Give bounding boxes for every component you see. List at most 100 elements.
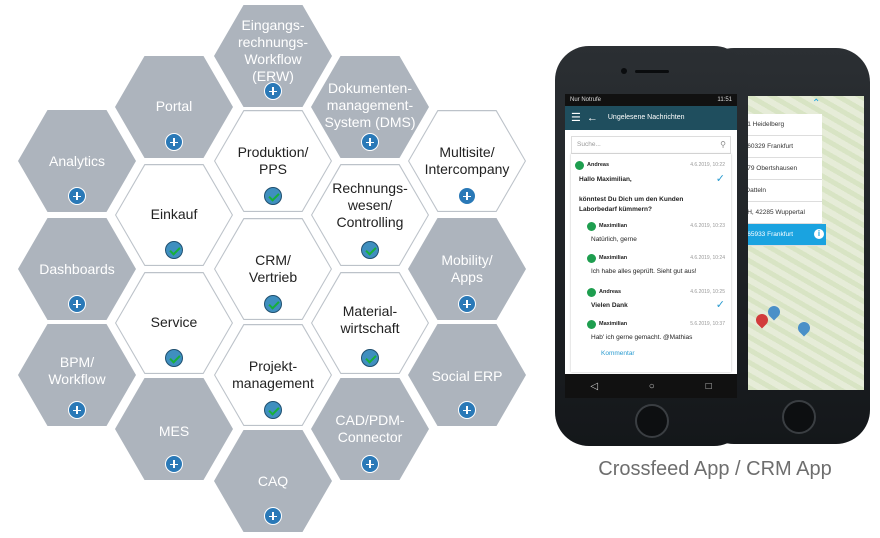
hex-social-erp[interactable]: Social ERP: [408, 324, 526, 426]
search-input[interactable]: Suche... ⚲: [571, 136, 731, 154]
app-bar: ☰ ← Ungelesene Nachrichten: [565, 106, 737, 130]
hex-label: MES: [158, 423, 190, 439]
hex-label: CAD/PDM- Connector: [335, 412, 405, 445]
hex-label: Produktion/ PPS: [237, 144, 309, 177]
avatar: [587, 254, 596, 263]
check-icon: [165, 349, 183, 367]
message-item[interactable]: Maximilian 4.6.2019, 10:23 Natürlich, ge…: [571, 220, 731, 248]
hex-mes[interactable]: MES: [115, 378, 233, 480]
message-text: Vielen Dank: [591, 302, 628, 309]
message-item[interactable]: Andreas 4.6.2019, 10:25 Vielen Dank ✓: [571, 286, 731, 314]
chat-screen: Nur Notrufe 11:51 ☰ ← Ungelesene Nachric…: [565, 94, 737, 398]
message-text: Natürlich, gerne: [591, 236, 637, 243]
plus-icon[interactable]: [264, 82, 282, 100]
message-author: Andreas: [587, 162, 610, 168]
plus-icon[interactable]: [458, 187, 476, 205]
hex-label: Analytics: [48, 153, 106, 169]
status-time: 11:51: [717, 97, 732, 103]
message-item[interactable]: Maximilian 4.6.2019, 10:24 Ich habe alle…: [571, 252, 731, 280]
chevron-up-icon[interactable]: ⌃: [812, 98, 821, 109]
home-button[interactable]: [782, 400, 816, 434]
plus-icon[interactable]: [361, 133, 379, 151]
plus-icon[interactable]: [458, 295, 476, 313]
info-icon[interactable]: i: [814, 229, 824, 239]
hex-multisite[interactable]: Multisite/ Intercompany: [408, 110, 526, 212]
message-text: Laborbedarf kümmern?: [579, 206, 652, 213]
hex-label: Projekt- management: [232, 358, 314, 391]
address-item[interactable]: 3179 Obertshausen: [736, 158, 822, 180]
hex-rechnungswesen[interactable]: Rechnungs- wesen/ Controlling: [311, 164, 429, 266]
plus-icon[interactable]: [361, 455, 379, 473]
home-button[interactable]: [635, 404, 669, 438]
hex-caq[interactable]: CAQ: [214, 430, 332, 532]
message-text: Ich habe alles geprüft. Sieht gut aus!: [591, 268, 697, 275]
comment-link[interactable]: Kommentar: [601, 350, 635, 357]
plus-icon[interactable]: [165, 133, 183, 151]
hex-label: Social ERP: [431, 368, 503, 384]
address-item[interactable]: 4 Datteln: [736, 180, 822, 202]
check-icon: [264, 401, 282, 419]
hex-analytics[interactable]: Analytics: [18, 110, 136, 212]
search-icon[interactable]: ⚲: [720, 140, 726, 149]
status-left: Nur Notrufe: [570, 97, 602, 103]
read-check-icon: ✓: [715, 173, 725, 185]
hex-label: Eingangs- rechnungs- Workflow (ERW): [237, 17, 309, 84]
nav-home-icon[interactable]: ○: [648, 380, 655, 392]
message-item[interactable]: Maximilian 5.6.2019, 10:37 Hab' ich gern…: [571, 318, 731, 346]
screen-title: Ungelesene Nachrichten: [607, 114, 685, 121]
hex-label: CAQ: [257, 473, 289, 489]
plus-icon[interactable]: [264, 507, 282, 525]
hex-einkauf[interactable]: Einkauf: [115, 164, 233, 266]
caption: Crossfeed App / CRM App: [598, 458, 832, 480]
hex-service[interactable]: Service: [115, 272, 233, 374]
message-date: 4.6.2019, 10:23: [690, 223, 725, 229]
hex-dashboards[interactable]: Dashboards: [18, 218, 136, 320]
hex-produktion[interactable]: Produktion/ PPS: [214, 110, 332, 212]
plus-icon[interactable]: [68, 187, 86, 205]
address-item-selected[interactable]: e, 65933 Frankfurt: [736, 224, 826, 246]
hex-materialwirtschaft[interactable]: Material- wirtschaft: [311, 272, 429, 374]
address-item[interactable]: 3, 60329 Frankfurt: [736, 136, 822, 158]
message-date: 4.6.2019, 10:24: [690, 255, 725, 261]
hex-crm[interactable]: CRM/ Vertrieb: [214, 218, 332, 320]
hex-label: Service: [150, 314, 198, 330]
message-author: Maximilian: [599, 223, 628, 229]
hex-portal[interactable]: Portal: [115, 56, 233, 158]
plus-icon[interactable]: [68, 295, 86, 313]
message-list: Andreas 4.6.2019, 10:22 Hallo Maximilian…: [571, 154, 731, 372]
hex-label: Portal: [155, 98, 193, 114]
message-text: Hallo Maximilian,: [579, 176, 632, 183]
hex-bpm[interactable]: BPM/ Workflow: [18, 324, 136, 426]
avatar: [587, 288, 596, 297]
hex-mobility[interactable]: Mobility/ Apps: [408, 218, 526, 320]
message-author: Andreas: [599, 289, 622, 295]
message-date: 4.6.2019, 10:22: [690, 162, 725, 168]
back-arrow-icon[interactable]: ←: [586, 112, 598, 124]
address-item[interactable]: nbH, 42285 Wuppertal: [736, 202, 822, 224]
hex-label: Rechnungs- wesen/ Controlling: [332, 180, 408, 230]
address-item[interactable]: 121 Heidelberg: [736, 114, 822, 136]
menu-icon[interactable]: ☰: [571, 112, 581, 124]
hex-dms[interactable]: Dokumenten- management- System (DMS): [311, 56, 429, 158]
search-placeholder: Suche...: [577, 141, 601, 148]
read-check-icon: ✓: [715, 299, 725, 311]
hex-cad-pdm[interactable]: CAD/PDM- Connector: [311, 378, 429, 480]
android-nav-bar: ◁ ○ □: [565, 374, 737, 398]
camera-icon: [621, 68, 627, 74]
hex-eingangsrechnungs-workflow[interactable]: Eingangs- rechnungs- Workflow (ERW): [214, 5, 332, 107]
hex-label: CRM/ Vertrieb: [248, 252, 298, 285]
plus-icon[interactable]: [68, 401, 86, 419]
nav-recents-icon[interactable]: □: [705, 380, 712, 392]
message-author: Maximilian: [599, 255, 628, 261]
nav-back-icon[interactable]: ◁: [590, 380, 599, 392]
message-item[interactable]: Andreas 4.6.2019, 10:22 Hallo Maximilian…: [571, 158, 731, 214]
hex-label: Multisite/ Intercompany: [424, 144, 510, 177]
phone-front: Nur Notrufe 11:51 ☰ ← Ungelesene Nachric…: [555, 46, 748, 446]
hex-label: BPM/ Workflow: [48, 354, 106, 387]
plus-icon[interactable]: [165, 455, 183, 473]
plus-icon[interactable]: [458, 401, 476, 419]
hex-projektmanagement[interactable]: Projekt- management: [214, 324, 332, 426]
check-icon: [264, 295, 282, 313]
hex-label: Dashboards: [39, 261, 115, 277]
avatar: [575, 161, 584, 170]
